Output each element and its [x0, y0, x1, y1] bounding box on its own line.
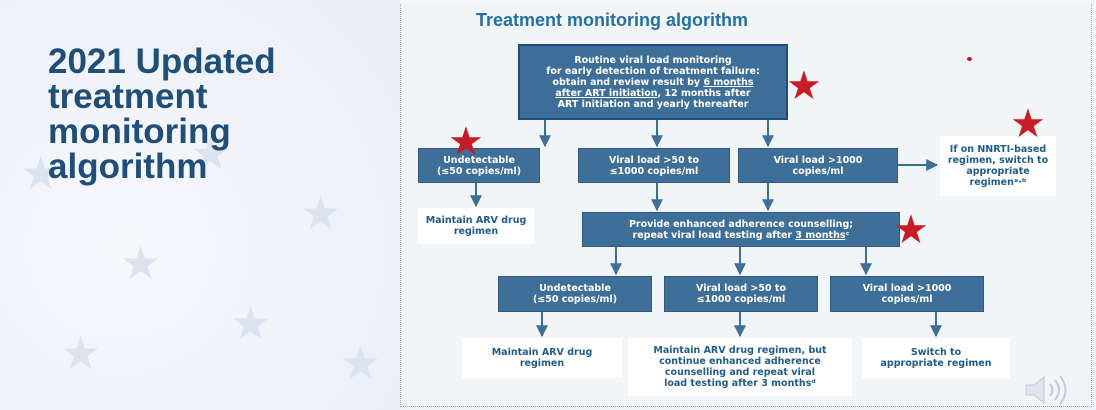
slide-title: 2021 Updated treatment monitoring algori…: [48, 42, 276, 186]
adherence-line-2a: repeat viral load testing after: [632, 229, 796, 241]
adherence-line-2b: 3 months: [795, 229, 846, 241]
star-icon: ★: [448, 120, 484, 164]
background-star-icon: ★: [60, 327, 102, 379]
row1-viral-load-1000-box: Viral load >1000 copies/ml: [738, 148, 898, 183]
adherence-counselling-box: Provide enhanced adherence counselling; …: [582, 212, 900, 247]
routine-line-3a: obtain and review result by: [552, 76, 704, 88]
speaker-icon[interactable]: [1024, 374, 1076, 410]
star-icon: ★: [786, 64, 822, 108]
row2-viral-load-50-1000-box: Viral load >50 to ≤1000 copies/ml: [664, 276, 818, 312]
star-icon: ★: [1010, 102, 1046, 146]
routine-line-3: obtain and review result by 6 months: [552, 77, 753, 88]
row1-viral-load-50-1000-box: Viral load >50 to ≤1000 copies/ml: [578, 148, 730, 183]
adherence-footnote: ᶜ: [845, 229, 850, 241]
outcome-switch-box: Switch to appropriate regimen: [862, 338, 1010, 378]
background-star-icon: ★: [300, 187, 342, 239]
routine-line-3b: 6 months: [703, 76, 754, 88]
routine-line-4b: , 12 months after: [657, 87, 751, 99]
routine-line-4: after ART initiation, 12 months after: [555, 88, 750, 99]
red-dot: [967, 57, 972, 61]
row2-viral-load-1000-box: Viral load >1000 copies/ml: [830, 276, 984, 312]
row1-undetectable-box: Undetectable (≤50 copies/ml): [418, 148, 540, 183]
nnrti-switch-box: If on NNRTI-based regimen, switch to app…: [940, 136, 1056, 196]
routine-line-2: for early detection of treatment failure…: [546, 65, 760, 77]
outcome-maintain-box: Maintain ARV drug regimen: [462, 338, 622, 378]
background-star-icon: ★: [230, 297, 272, 349]
row2-undetectable-box: Undetectable (≤50 copies/ml): [498, 276, 652, 312]
routine-monitoring-box: Routine viral load monitoring for early …: [518, 44, 788, 120]
algorithm-title: Treatment monitoring algorithm: [476, 10, 749, 30]
star-icon: ★: [893, 208, 929, 252]
adherence-line-2: repeat viral load testing after 3 months…: [633, 230, 850, 241]
outcome-maintain-counselling-box: Maintain ARV drug regimen, but continue …: [628, 338, 852, 396]
left-panel: ★ ★ ★ ★ ★ ★ ★: [0, 0, 400, 410]
background-star-icon: ★: [20, 147, 62, 199]
background-star-icon: ★: [190, 127, 232, 179]
background-star-icon: ★: [120, 237, 162, 289]
adherence-line-1: Provide enhanced adherence counselling;: [628, 218, 854, 230]
background-star-icon: ★: [340, 337, 382, 389]
routine-line-5: ART initiation and yearly thereafter: [557, 98, 749, 110]
routine-line-4a: after ART initiation: [555, 87, 658, 99]
routine-line-1: Routine viral load monitoring: [574, 54, 732, 66]
maintain-regimen-box-1: Maintain ARV drug regimen: [418, 208, 534, 244]
